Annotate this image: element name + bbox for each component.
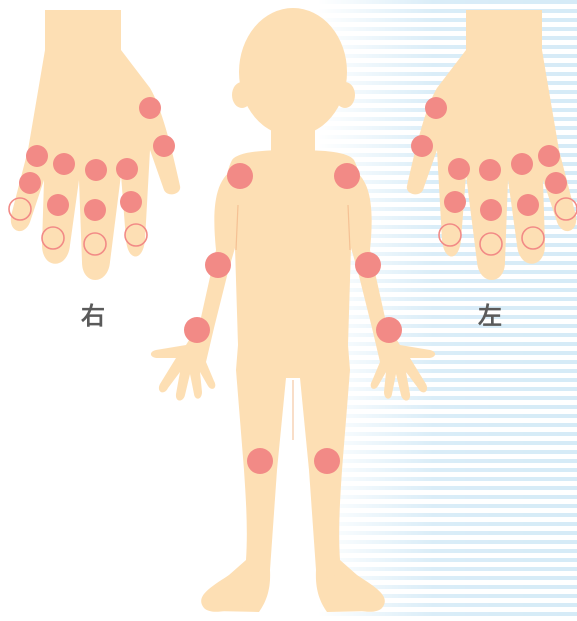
joint-dot — [444, 191, 466, 213]
joint-dot — [411, 135, 433, 157]
joint-dot — [84, 199, 106, 221]
joint-dot — [538, 145, 560, 167]
joint-wrist-viewer-right — [376, 317, 402, 343]
joint-dot — [47, 194, 69, 216]
head — [239, 8, 347, 136]
joint-dot — [448, 158, 470, 180]
foot-left — [324, 572, 385, 612]
right-hand-label: 右 — [73, 296, 113, 331]
joint-dot — [545, 172, 567, 194]
joint-dot — [153, 135, 175, 157]
joint-dot — [511, 153, 533, 175]
joint-dot — [120, 191, 142, 213]
joint-knee-viewer-right — [314, 448, 340, 474]
joint-dot — [480, 199, 502, 221]
joint-dot — [26, 145, 48, 167]
joint-dot — [19, 172, 41, 194]
body-silhouette — [151, 8, 435, 612]
joint-elbow-viewer-left — [205, 252, 231, 278]
joint-knee-viewer-left — [247, 448, 273, 474]
foot-right — [201, 572, 262, 612]
joint-dot — [85, 159, 107, 181]
joint-wrist-viewer-left — [184, 317, 210, 343]
joint-dot — [425, 97, 447, 119]
joint-dot — [517, 194, 539, 216]
joint-dot — [53, 153, 75, 175]
joint-shoulder-viewer-left — [227, 163, 253, 189]
joint-dot — [116, 158, 138, 180]
left-hand-label: 左 — [470, 296, 510, 331]
arm-viewer-left — [151, 168, 246, 401]
arm-viewer-right — [340, 168, 435, 401]
joint-dot — [479, 159, 501, 181]
joint-shoulder-viewer-right — [334, 163, 360, 189]
joint-elbow-viewer-right — [355, 252, 381, 278]
joint-dot — [139, 97, 161, 119]
